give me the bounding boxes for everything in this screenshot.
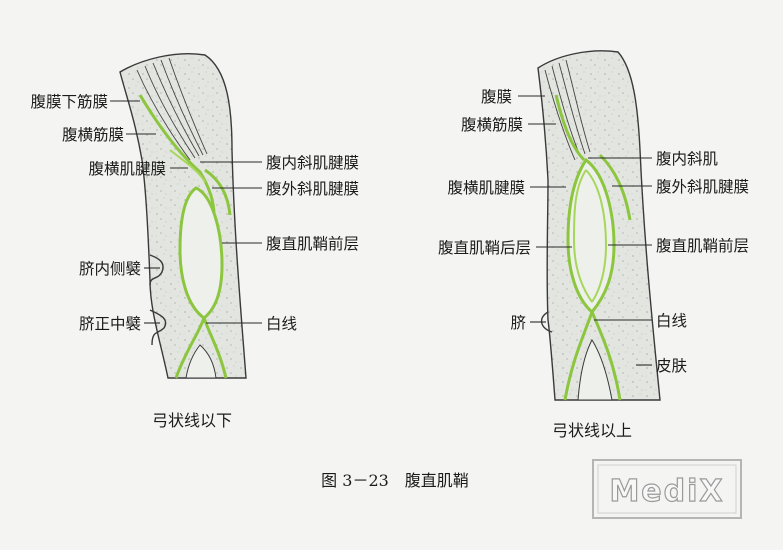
label-linea-alba-r: 白线 (656, 312, 687, 330)
label-posterior-rectus-sheath: 腹直肌鞘后层 (438, 239, 531, 257)
label-anterior-rectus-sheath: 腹直肌鞘前层 (266, 235, 359, 253)
caption-above-arcuate-line: 弓状线以上 (552, 421, 632, 440)
label-internal-oblique: 腹内斜肌 (656, 150, 718, 168)
left-labels: 腹膜下筋膜 腹横筋膜 腹横肌腱膜 脐内侧襞 脐正中襞 腹内斜肌腱膜 腹外斜肌腱膜… (30, 93, 359, 430)
label-medial-umbilical-fold: 脐内侧襞 (79, 259, 141, 278)
left-sheath-drawing (119, 52, 247, 379)
caption-below-arcuate-line: 弓状线以下 (152, 411, 232, 430)
label-peritoneum: 腹膜 (481, 88, 512, 106)
label-median-umbilical-fold: 脐正中襞 (79, 314, 141, 333)
label-transversus-aponeurosis: 腹横肌腱膜 (88, 160, 166, 178)
label-umbilicus: 脐 (510, 314, 526, 332)
label-transversus-aponeurosis-r: 腹横肌腱膜 (447, 179, 525, 197)
svg-text:MediX: MediX (609, 474, 724, 509)
label-external-oblique-aponeurosis: 腹外斜肌腱膜 (266, 180, 359, 198)
label-anterior-rectus-sheath-r: 腹直肌鞘前层 (656, 237, 749, 255)
label-transversalis-fascia-r: 腹横筋膜 (461, 116, 523, 134)
label-external-oblique-aponeurosis-r: 腹外斜肌腱膜 (656, 178, 749, 196)
label-transversalis-fascia: 腹横筋膜 (62, 126, 124, 144)
label-linea-alba: 白线 (266, 315, 297, 333)
label-internal-oblique-aponeurosis: 腹内斜肌腱膜 (266, 154, 359, 172)
right-labels: 腹膜 腹横筋膜 腹横肌腱膜 腹直肌鞘后层 脐 腹内斜肌 腹外斜肌腱膜 腹直肌鞘前… (438, 88, 749, 440)
label-skin: 皮肤 (656, 357, 688, 375)
right-sheath-drawing (537, 50, 661, 401)
watermark-logo: MediX (592, 459, 742, 519)
figure-caption: 图 3－23 腹直肌鞘 (321, 471, 469, 490)
label-subperitoneal-fascia: 腹膜下筋膜 (30, 93, 108, 111)
